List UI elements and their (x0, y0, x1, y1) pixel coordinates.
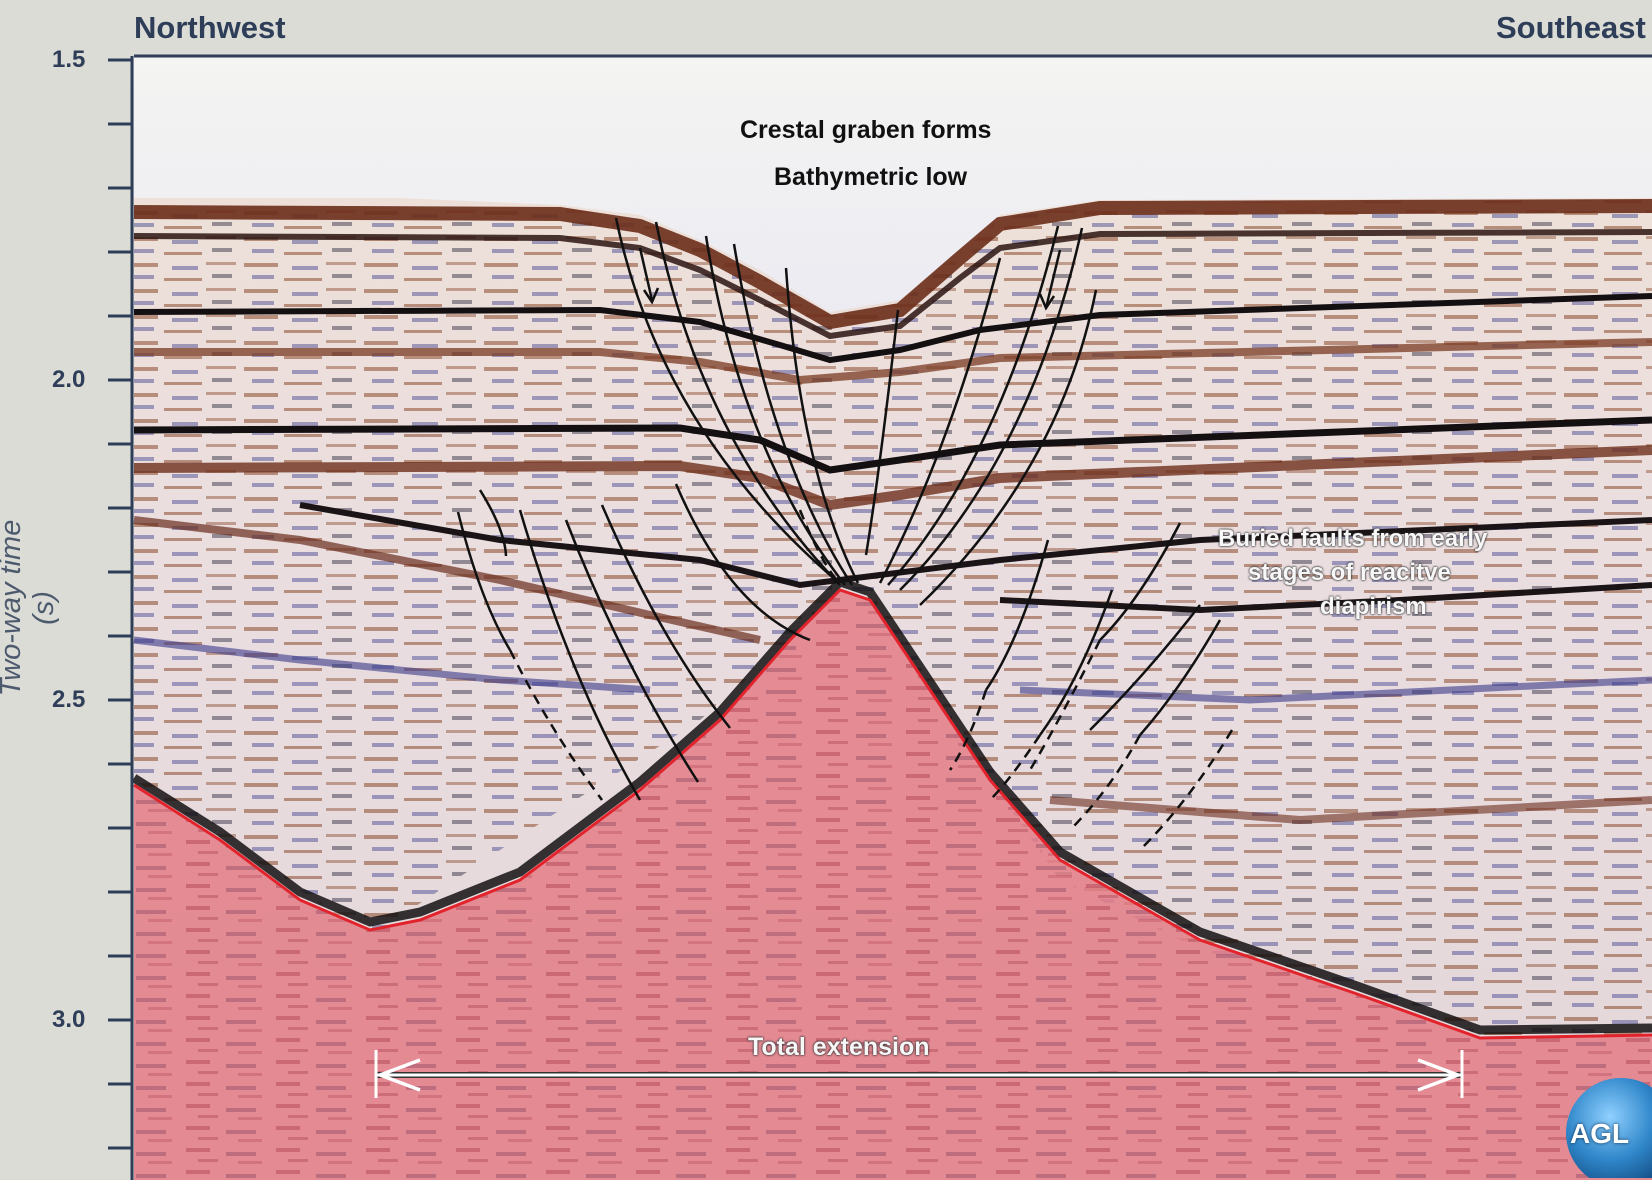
agl-logo: AGL (1566, 1078, 1652, 1178)
southeast-label: Southeast (1496, 10, 1646, 46)
buried-faults-annotation-line1: Buried faults from early (1218, 522, 1487, 556)
y-axis-title: Two-way time (s) (0, 518, 61, 698)
y-axis-tick-label: 3.0 (52, 1006, 85, 1034)
total-extension-label: Total extension (748, 1030, 930, 1064)
buried-faults-annotation-line3: diapirism (1320, 590, 1427, 624)
graben-annotation-line2: Bathymetric low (774, 163, 967, 192)
logo-text: AGL (1570, 1118, 1629, 1150)
y-axis-tick-label: 1.5 (52, 46, 85, 74)
northwest-label: Northwest (134, 10, 286, 46)
buried-faults-annotation-line2: stages of reacitve (1248, 556, 1451, 590)
y-axis-tick-label: 2.5 (52, 686, 85, 714)
y-axis-tick-label: 2.0 (52, 366, 85, 394)
graben-annotation-line1: Crestal graben forms (740, 116, 991, 145)
